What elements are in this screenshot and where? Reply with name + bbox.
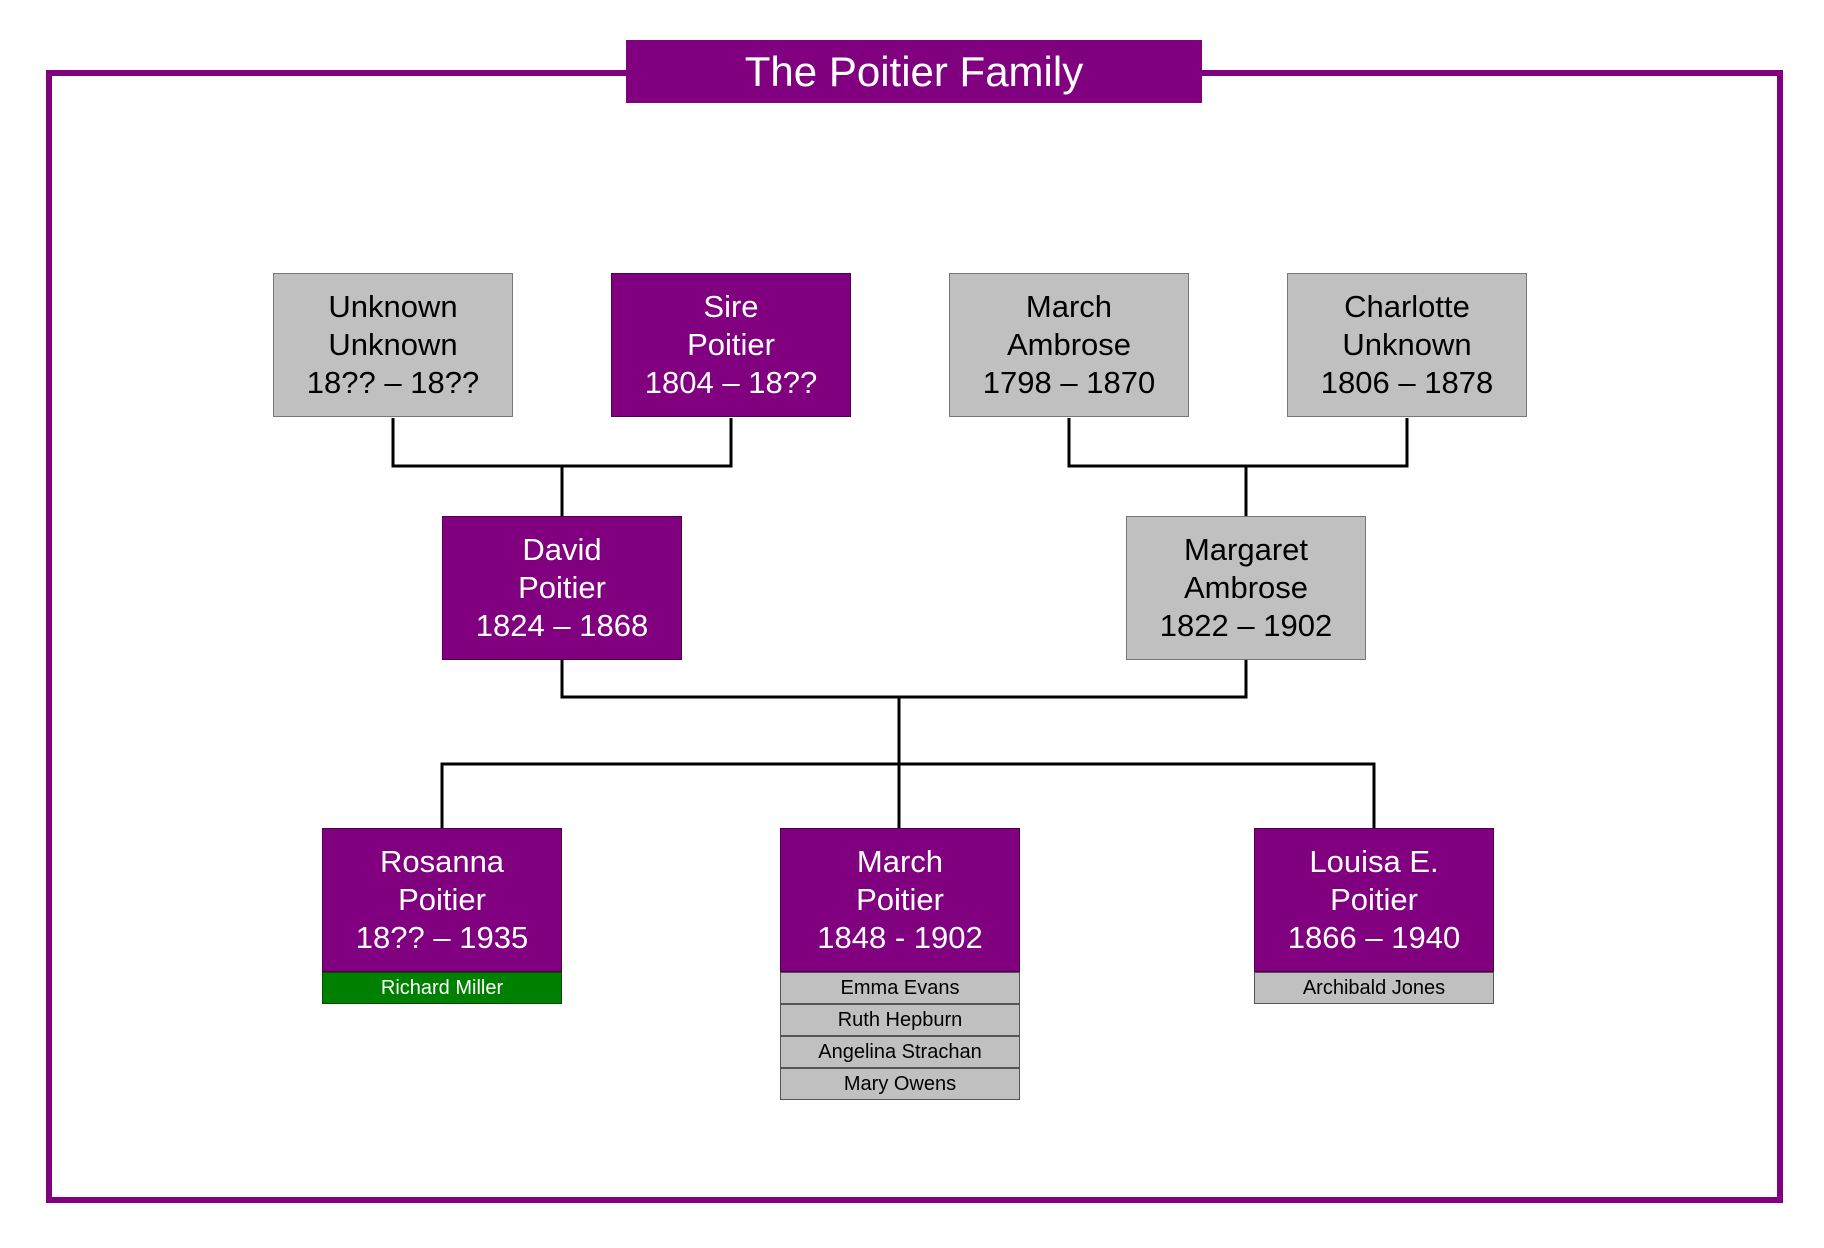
last-name: Poitier (1330, 882, 1418, 917)
connector-maternal-grandparents (1067, 418, 1409, 516)
life-dates: 1824 – 1868 (475, 608, 649, 643)
connector-paternal-grandparents (391, 418, 733, 516)
spouse-emma-evans: Emma Evans (780, 972, 1020, 1004)
person-margaret-ambrose: Margaret Ambrose 1822 – 1902 (1126, 516, 1366, 660)
connector-children (440, 762, 1376, 828)
person-louisa-poitier: Louisa E. Poitier 1866 – 1940 (1254, 828, 1494, 972)
last-name: Ambrose (1006, 327, 1132, 362)
last-name: Unknown (328, 327, 458, 362)
life-dates: 1798 – 1870 (982, 365, 1156, 400)
first-name: Margaret (1183, 532, 1309, 567)
life-dates: 1866 – 1940 (1287, 920, 1461, 955)
first-name: March (856, 844, 944, 879)
first-name: David (522, 532, 602, 567)
person-unknown-unknown: Unknown Unknown 18?? – 18?? (273, 273, 513, 417)
life-dates: 1822 – 1902 (1159, 608, 1333, 643)
last-name: Poitier (398, 882, 486, 917)
spouse-mary-owens: Mary Owens (780, 1068, 1020, 1100)
person-rosanna-poitier: Rosanna Poitier 18?? – 1935 (322, 828, 562, 972)
first-name: Sire (703, 289, 759, 324)
life-dates: 1848 - 1902 (817, 920, 983, 955)
last-name: Unknown (1342, 327, 1472, 362)
first-name: March (1025, 289, 1113, 324)
person-march-ambrose: March Ambrose 1798 – 1870 (949, 273, 1189, 417)
last-name: Poitier (687, 327, 775, 362)
person-march-poitier: March Poitier 1848 - 1902 (780, 828, 1020, 972)
life-dates: 18?? – 1935 (355, 920, 529, 955)
first-name: Charlotte (1344, 289, 1470, 324)
diagram-title: The Poitier Family (626, 40, 1202, 103)
connector-parents (560, 660, 1248, 828)
last-name: Poitier (518, 570, 606, 605)
person-david-poitier: David Poitier 1824 – 1868 (442, 516, 682, 660)
last-name: Ambrose (1183, 570, 1309, 605)
life-dates: 18?? – 18?? (306, 365, 480, 400)
spouse-archibald-jones: Archibald Jones (1254, 972, 1494, 1004)
spouse-richard-miller: Richard Miller (322, 972, 562, 1004)
first-name: Louisa E. (1309, 844, 1439, 879)
spouse-angelina-strachan: Angelina Strachan (780, 1036, 1020, 1068)
last-name: Poitier (856, 882, 944, 917)
first-name: Rosanna (379, 844, 505, 879)
person-charlotte-unknown: Charlotte Unknown 1806 – 1878 (1287, 273, 1527, 417)
life-dates: 1804 – 18?? (644, 365, 818, 400)
life-dates: 1806 – 1878 (1320, 365, 1494, 400)
person-sire-poitier: Sire Poitier 1804 – 18?? (611, 273, 851, 417)
spouse-ruth-hepburn: Ruth Hepburn (780, 1004, 1020, 1036)
first-name: Unknown (328, 289, 458, 324)
